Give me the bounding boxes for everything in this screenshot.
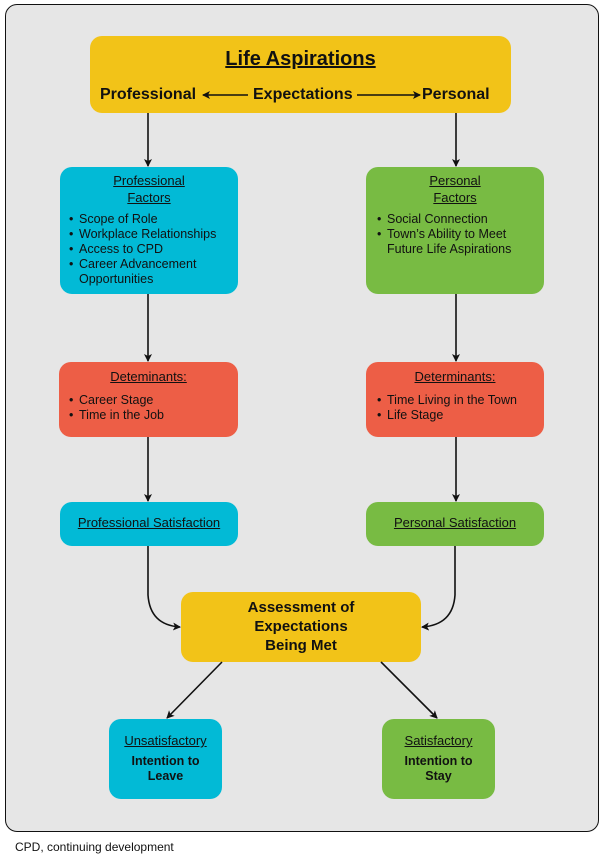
personal-factors-title-1: Personal (429, 173, 481, 188)
assessment-line-3: Being Met (265, 637, 337, 654)
list-item: Life Stage (376, 408, 544, 423)
expectations-personal-label: Personal (422, 86, 490, 103)
unsatisfactory-box: Unsatisfactory Intention to Leave (109, 719, 222, 799)
list-item: Scope of Role (68, 212, 238, 227)
list-item: Social Connection (376, 212, 544, 227)
satisfactory-line-2: Stay (425, 769, 452, 783)
list-item-continuation: Opportunities (79, 272, 154, 286)
unsatisfactory-line-2: Leave (147, 769, 184, 783)
professional-determinants-title: Deteminants: (110, 369, 187, 384)
assessment-box: Assessment of Expectations Being Met (181, 592, 421, 662)
professional-factors-list: Scope of Role Workplace Relationships Ac… (68, 212, 238, 287)
list-item: Workplace Relationships (68, 227, 238, 242)
list-item: Career Advancement (68, 257, 238, 272)
personal-determinants-box: Determinants: Time Living in the Town Li… (366, 362, 544, 437)
life-aspirations-title: Life Aspirations (225, 48, 376, 70)
professional-factors-box: Professional Factors Scope of Role Workp… (60, 167, 238, 294)
personal-determinants-list: Time Living in the Town Life Stage (376, 393, 544, 423)
list-item: Time in the Job (68, 408, 238, 423)
list-item: Time Living in the Town (376, 393, 544, 408)
footnote: CPD, continuing development (15, 840, 174, 854)
personal-determinants-title: Determinants: (414, 369, 496, 384)
unsatisfactory-line-1: Intention to (131, 754, 200, 768)
expectations-professional-label: Professional (100, 86, 197, 103)
expectations-label: Expectations (253, 86, 353, 103)
unsatisfactory-title: Unsatisfactory (124, 733, 207, 748)
personal-factors-title-2: Factors (433, 190, 477, 205)
professional-satisfaction-box: Professional Satisfaction (60, 502, 238, 546)
life-aspirations-box: Life Aspirations Professional Expectatio… (90, 36, 511, 113)
satisfactory-box: Satisfactory Intention to Stay (382, 719, 495, 799)
assessment-line-2: Expectations (254, 618, 348, 635)
professional-factors-title-2: Factors (127, 190, 171, 205)
list-item-continuation: Future Life Aspirations (387, 242, 512, 256)
personal-satisfaction-label: Personal Satisfaction (393, 515, 517, 530)
personal-factors-box: Personal Factors Social Connection Town’… (366, 167, 544, 294)
satisfactory-line-1: Intention to (404, 754, 473, 768)
satisfactory-title: Satisfactory (404, 733, 473, 748)
list-item: Access to CPD (68, 242, 238, 257)
professional-determinants-box: Deteminants: Career Stage Time in the Jo… (59, 362, 238, 437)
professional-satisfaction-label: Professional Satisfaction (77, 515, 221, 530)
list-item: Career Stage (68, 393, 238, 408)
professional-factors-title-1: Professional (113, 173, 185, 188)
professional-determinants-list: Career Stage Time in the Job (68, 393, 238, 423)
personal-satisfaction-box: Personal Satisfaction (366, 502, 544, 546)
list-item: Town’s Ability to Meet (376, 227, 544, 242)
personal-factors-list: Social Connection Town’s Ability to Meet… (376, 212, 544, 257)
assessment-line-1: Assessment of (247, 599, 355, 616)
